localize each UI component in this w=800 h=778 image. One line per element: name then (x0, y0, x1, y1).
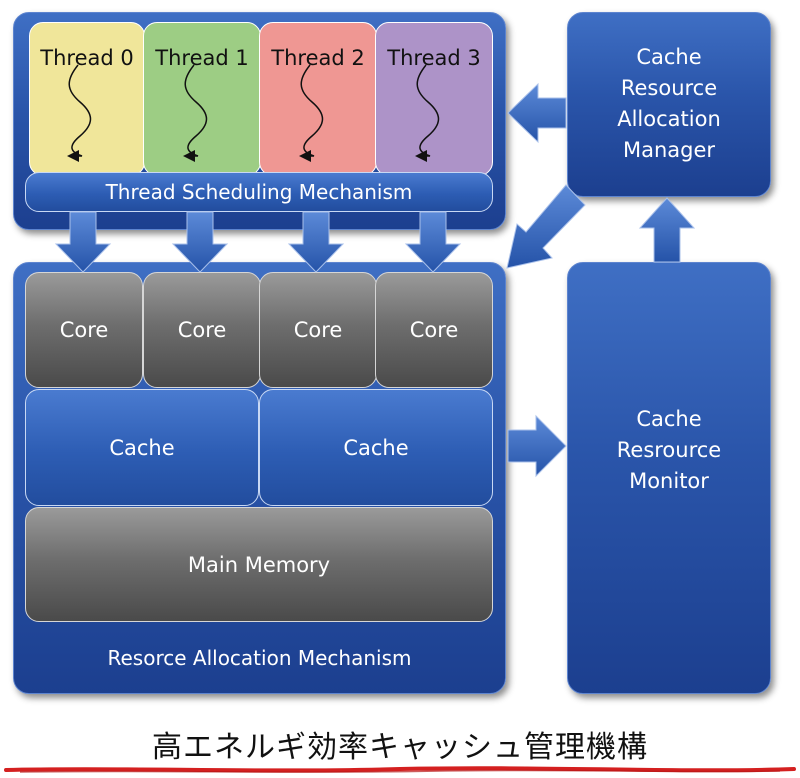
thread-squiggles (67, 64, 440, 162)
caption: 高エネルギ効率キャッシュ管理機構 (152, 730, 648, 765)
resource-allocation-label: Resorce Allocation Mechanism (107, 646, 412, 670)
cache-box-0: Cache (25, 389, 259, 506)
core-box-2: Core (259, 272, 377, 388)
main-memory-box: Main Memory (25, 507, 493, 622)
thread-box-1: Thread 1 (143, 22, 261, 176)
thread-box-3: Thread 3 (375, 22, 493, 176)
core-label-1: Core (177, 318, 227, 342)
thread-squiggle-icon-0 (67, 64, 92, 162)
down-arrow-icon-2 (287, 211, 345, 273)
cache-label-0: Cache (109, 435, 175, 460)
down-arrow-icon-1 (171, 211, 229, 273)
down-arrow-icon-0 (54, 211, 112, 273)
cache-manager-label: Cache Resource Allocation Manager (567, 42, 771, 166)
thread-scheduling-box: Thread Scheduling Mechanism (25, 172, 493, 212)
thread-label-1: Thread 1 (155, 46, 249, 70)
thread-squiggle-icon-2 (299, 64, 324, 162)
main-memory-label: Main Memory (187, 552, 331, 577)
cache-manager-line-1: Cache (636, 45, 702, 69)
right-arrow-icon (507, 414, 567, 478)
core-label-2: Core (293, 318, 343, 342)
left-arrow-icon (507, 82, 567, 144)
thread-label-2: Thread 2 (271, 46, 365, 70)
thread-label-3: Thread 3 (387, 46, 481, 70)
cache-monitor-label: Cache Resrource Monitor (567, 404, 771, 497)
core-box-1: Core (143, 272, 261, 388)
caption-underline (4, 766, 796, 773)
thread-box-0: Thread 0 (29, 22, 145, 176)
cache-manager-line-2: Resource (620, 76, 718, 100)
cache-monitor-line-3: Monitor (629, 469, 709, 493)
thread-label-0: Thread 0 (40, 46, 134, 70)
thread-scheduling-label: Thread Scheduling Mechanism (105, 180, 413, 204)
core-box-0: Core (25, 272, 143, 388)
cache-monitor-line-2: Resrource (616, 438, 722, 462)
cache-label-1: Cache (343, 435, 409, 460)
thread-squiggle-icon-1 (183, 64, 208, 162)
diagonal-arrow-icon (506, 184, 586, 269)
cache-manager-panel (567, 12, 771, 197)
core-label-3: Core (409, 318, 459, 342)
down-arrow-icon-3 (404, 211, 462, 273)
cache-manager-line-3: Allocation (617, 107, 721, 131)
flow-arrows (54, 82, 696, 478)
up-arrow-icon (638, 197, 696, 263)
thread-squiggle-icon-3 (415, 64, 440, 162)
cache-box-1: Cache (259, 389, 493, 506)
cache-manager-line-4: Manager (622, 138, 716, 162)
cache-monitor-line-1: Cache (636, 407, 702, 431)
core-label-0: Core (59, 318, 109, 342)
core-box-3: Core (375, 272, 493, 388)
